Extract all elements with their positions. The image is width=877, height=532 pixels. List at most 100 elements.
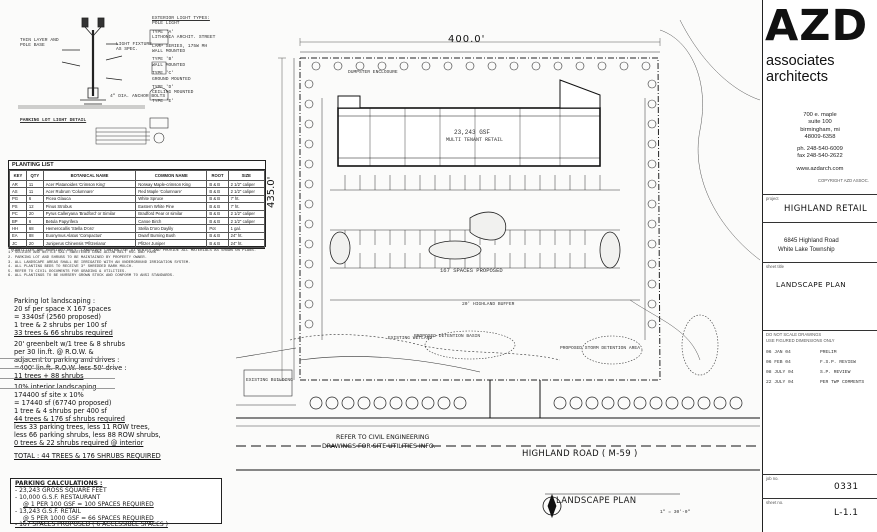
parking-calc-line: - 23,243 GROSS SQUARE FEET — [15, 486, 107, 494]
planting-col-header: BOTANICAL NAME — [42, 170, 137, 181]
tree-symbol — [647, 259, 657, 269]
tree-symbol — [647, 219, 657, 229]
planting-cell: Acer Platanoides 'Crimson King' — [42, 179, 137, 189]
planting-cell: EA — [9, 231, 27, 241]
note-line: 4. ALL PLANTING BEDS TO RECEIVE 3" SHRED… — [8, 265, 134, 270]
parking-calculations: PARKING CALCULATIONS : - 23,243 GROSS SQ… — [10, 478, 222, 528]
revision-description: PRELIM — [820, 350, 837, 355]
planting-cell: 11 — [25, 187, 44, 196]
note-line: 6. ALL PLANTINGS TO BE NURSERY GROWN STO… — [8, 274, 175, 279]
planting-cell: B & B — [206, 216, 229, 226]
lighting-note-line: TYPE 'D' — [152, 85, 175, 91]
tree-symbol — [647, 159, 657, 169]
tree-symbol — [601, 396, 615, 410]
lighting-note-line: TYPE 'C' — [152, 71, 175, 77]
tree-symbol — [647, 119, 657, 129]
tree-symbol — [647, 139, 657, 149]
spaces-proposed: 167 SPACES PROPOSED — [440, 267, 503, 274]
tree-symbol — [437, 396, 451, 410]
tree-symbol — [304, 179, 314, 189]
tree-symbol — [304, 139, 314, 149]
planting-cell: 24" ht. — [227, 231, 266, 241]
do-not-scale: DO NOT SCALE DRAWINGS — [766, 332, 822, 337]
planting-cell: Bradford Pear or similar — [135, 209, 208, 218]
planting-cell: 24" ht. — [227, 239, 266, 248]
calc-line: 20' greenbelt w/1 tree & 8 shrubs — [14, 340, 126, 348]
copyright: COPYRIGHT AZD ASSOC. — [818, 178, 869, 183]
project-township: White Lake Township — [778, 247, 835, 253]
planting-cell: 12 — [25, 202, 44, 211]
project-label: project — [766, 196, 779, 201]
parking-calc-line: - 13,243 G.S.F. RETAIL — [15, 507, 81, 515]
tree-symbol — [713, 396, 727, 410]
tree-symbol — [304, 99, 314, 109]
tree-symbol — [304, 299, 314, 309]
use-dimensions: USE FIGURED DIMENSIONS ONLY — [766, 338, 835, 343]
project-address: 6845 Highland Road — [784, 238, 839, 244]
detention-basin-label: PROPOSED DETENTION BASIN — [414, 334, 481, 339]
dimension-left: 435.0' — [266, 176, 277, 208]
tree-symbol — [421, 61, 431, 71]
planting-cell: Red Maple 'Columnare' — [135, 187, 208, 196]
calc-line: less 66 parking shrubs, less 88 ROW shru… — [14, 431, 161, 439]
calc-line: 20 sf per space X 167 spaces — [14, 305, 111, 313]
tree-symbol — [333, 61, 343, 71]
lighting-note-line: GROUND MOUNTED — [152, 76, 191, 82]
tree-symbol — [649, 396, 663, 410]
tree-symbol — [357, 396, 371, 410]
planting-cell: BP — [9, 216, 27, 226]
note-line: 5. REFER TO CIVIL DOCUMENTS FOR GRADING … — [8, 269, 127, 274]
address-line: suite 100 — [808, 119, 832, 126]
revision-date: 22 JULY 04 — [766, 380, 794, 385]
tree-symbol — [304, 219, 314, 229]
planting-cell: Pot — [206, 224, 229, 233]
planting-cell: Norway Maple-crimson King — [135, 179, 208, 189]
tree-symbol — [665, 396, 679, 410]
tree-symbol — [647, 319, 657, 329]
tree-symbol — [553, 61, 563, 71]
planting-cell: AS — [9, 187, 27, 196]
planting-cell: Pinus Strobus — [42, 202, 137, 211]
calc-line: = 3340sf (2560 proposed) — [14, 313, 101, 321]
planting-cell: 20 — [25, 209, 44, 218]
parking-calc-line: @ 5 PER 1000 GSF = 66 SPACES REQUIRED — [23, 514, 154, 522]
firm-line-2: architects — [766, 69, 829, 85]
revision-date: 06 JAN 04 — [766, 350, 791, 355]
planting-cell: 68 — [25, 224, 44, 233]
planting-col-header: KEY — [9, 170, 27, 181]
tree-symbol — [697, 396, 711, 410]
tree-symbol — [304, 119, 314, 129]
planting-cell: 11 — [25, 179, 44, 189]
tree-symbol — [304, 259, 314, 269]
revision-description: F.S.P. REVIEW — [820, 360, 856, 365]
tree-symbol — [647, 79, 657, 89]
tree-symbol — [405, 396, 419, 410]
job-number: 0331 — [834, 482, 859, 492]
calc-line: TOTAL : 44 TREES & 176 SHRUBS REQUIRED — [14, 452, 161, 460]
tree-symbol — [465, 61, 475, 71]
road-label: HIGHLAND ROAD ( M-59 ) — [522, 449, 638, 459]
calc-line: = 17440 sf (67740 proposed) — [14, 399, 112, 407]
tree-symbol — [421, 396, 435, 410]
tree-symbol — [553, 396, 567, 410]
dumpster-label: DUMPSTER ENCLOSURE — [348, 70, 398, 75]
planting-col-header: SIZE — [227, 170, 266, 181]
lighting-note-line: POLE LIGHT — [152, 21, 180, 27]
building-type: MULTI TENANT RETAIL — [446, 137, 504, 143]
parking-calc-line: - 10,000 G.S.F. RESTAURANT — [15, 493, 101, 501]
firm-logo: AZD — [765, 1, 869, 51]
address-line: 700 e. maple — [803, 112, 837, 118]
light-pole-detail — [61, 17, 123, 105]
tree-symbol — [575, 61, 585, 71]
firm-line-1: associates — [766, 53, 835, 69]
planting-cell: 1 gal. — [227, 224, 266, 233]
calc-line — [14, 447, 161, 450]
tree-symbol — [304, 239, 314, 249]
